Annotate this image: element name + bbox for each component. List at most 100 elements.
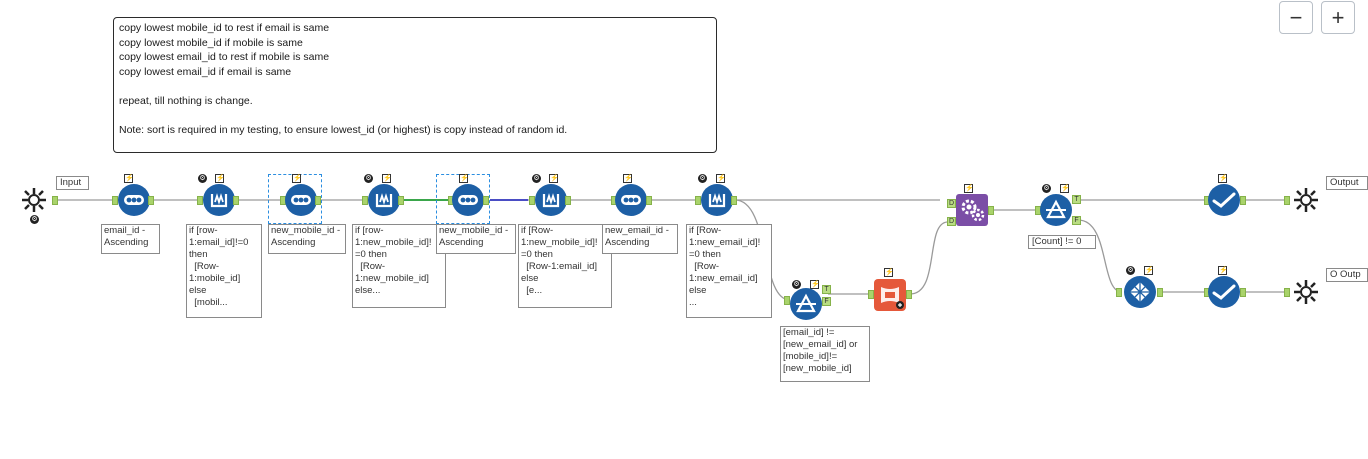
d-anchor[interactable]: D xyxy=(947,217,956,226)
output-anchor[interactable] xyxy=(646,196,652,205)
select-tool-1[interactable] xyxy=(1208,184,1240,216)
sort-tool-3[interactable] xyxy=(452,184,484,216)
multi-row-formula-icon xyxy=(375,193,393,208)
input-anchor[interactable] xyxy=(1116,288,1122,297)
lightning-badge: ⚡ xyxy=(623,174,633,183)
macro-output-icon xyxy=(1294,188,1318,212)
lightning-badge: ⚡ xyxy=(459,174,469,183)
comment-line: repeat, till nothing is change. xyxy=(119,94,253,107)
workflow-comment[interactable]: copy lowest mobile_id to rest if email i… xyxy=(113,17,717,153)
gear-badge: ⚙ xyxy=(198,174,207,183)
unique-tool[interactable] xyxy=(1124,276,1156,308)
multi-row-formula-tool-3[interactable] xyxy=(535,184,567,216)
sort-icon xyxy=(124,195,144,205)
filter-tool-2[interactable] xyxy=(1040,194,1072,226)
output-anchor[interactable] xyxy=(1240,196,1246,205)
diamond-grid-icon xyxy=(1130,282,1150,302)
sort-annotation-2: new_mobile_id - Ascending xyxy=(268,224,346,254)
true-anchor[interactable]: T xyxy=(1072,195,1081,204)
comment-line xyxy=(119,108,711,123)
input-anchor[interactable] xyxy=(784,296,790,305)
input-anchor[interactable] xyxy=(695,196,701,205)
output-anchor[interactable] xyxy=(1157,288,1163,297)
output-anchor[interactable] xyxy=(315,196,321,205)
sort-annotation-1: email_id - Ascending xyxy=(101,224,160,254)
select-tool-2[interactable] xyxy=(1208,276,1240,308)
output-anchor[interactable] xyxy=(148,196,154,205)
lightning-badge: ⚡ xyxy=(124,174,134,183)
multi-row-annotation-3: if [Row- 1:new_mobile_id]! =0 then [Row-… xyxy=(518,224,612,308)
o-output-tag: O Outp xyxy=(1326,268,1368,282)
input-anchor[interactable] xyxy=(1284,288,1290,297)
filter-icon xyxy=(796,293,816,313)
macro-tool[interactable] xyxy=(956,194,988,226)
multi-row-formula-icon xyxy=(708,193,726,208)
comment-line: copy lowest email_id to rest if mobile i… xyxy=(119,51,330,63)
multi-row-annotation-2: if [row- 1:new_mobile_id]! =0 then [Row-… xyxy=(352,224,446,308)
input-tag: Input xyxy=(56,176,89,190)
lightning-badge: ⚡ xyxy=(215,174,225,183)
zoom-out-button[interactable]: − xyxy=(1279,1,1313,34)
multi-row-formula-tool-1[interactable] xyxy=(203,184,235,216)
lightning-badge: ⚡ xyxy=(292,174,302,183)
minus-icon: − xyxy=(1289,4,1303,30)
gear-badge: ⚙ xyxy=(792,280,801,289)
output-tag: Output xyxy=(1326,176,1368,190)
output-anchor[interactable] xyxy=(233,196,239,205)
output-anchor[interactable] xyxy=(52,196,58,205)
lightning-badge: ⚡ xyxy=(1060,184,1070,193)
input-anchor[interactable] xyxy=(197,196,203,205)
filter-tool-1[interactable] xyxy=(790,288,822,320)
sort-annotation-3: new_mobile_id - Ascending xyxy=(436,224,516,254)
comment-line: copy lowest mobile_id to rest if email i… xyxy=(119,22,330,34)
lightning-badge: ⚡ xyxy=(382,174,392,183)
multi-row-formula-tool-4[interactable] xyxy=(701,184,733,216)
output-anchor[interactable] xyxy=(1240,288,1246,297)
lightning-badge: ⚡ xyxy=(1218,174,1228,183)
input-anchor[interactable] xyxy=(112,196,118,205)
macro-input-icon xyxy=(22,188,46,212)
sort-icon xyxy=(458,195,478,205)
lightning-badge: ⚡ xyxy=(884,268,894,277)
plus-icon: + xyxy=(1331,4,1345,30)
macro-output-tool-2[interactable] xyxy=(1290,276,1322,308)
gear-badge: ⚙ xyxy=(30,215,39,224)
d-anchor[interactable]: D xyxy=(947,199,956,208)
sort-tool-1[interactable] xyxy=(118,184,150,216)
false-anchor[interactable]: F xyxy=(822,297,831,306)
zoom-in-button[interactable]: + xyxy=(1321,1,1355,34)
sort-icon xyxy=(621,195,641,205)
multi-row-formula-tool-2[interactable] xyxy=(368,184,400,216)
multi-row-annotation-1: if [row- 1:email_id]!=0 then [Row- 1:mob… xyxy=(186,224,262,318)
sort-icon xyxy=(291,195,311,205)
true-anchor[interactable]: T xyxy=(822,285,831,294)
sort-tool-2[interactable] xyxy=(285,184,317,216)
output-anchor[interactable] xyxy=(565,196,571,205)
sort-tool-4[interactable] xyxy=(615,184,647,216)
comment-line xyxy=(119,79,711,94)
checkmark-icon xyxy=(1212,192,1236,208)
macro-input-tool[interactable] xyxy=(18,184,50,216)
macro-output-tool-1[interactable] xyxy=(1290,184,1322,216)
input-anchor[interactable] xyxy=(868,290,874,299)
output-anchor[interactable] xyxy=(483,196,489,205)
input-anchor[interactable] xyxy=(529,196,535,205)
output-anchor[interactable] xyxy=(906,290,912,299)
gear-badge: ⚙ xyxy=(1126,266,1135,275)
false-anchor[interactable]: F xyxy=(1072,216,1081,225)
lightning-badge: ⚡ xyxy=(716,174,726,183)
filter-icon xyxy=(1046,199,1066,219)
output-anchor[interactable] xyxy=(731,196,737,205)
input-anchor[interactable] xyxy=(362,196,368,205)
output-anchor[interactable] xyxy=(988,206,994,215)
input-anchor[interactable] xyxy=(1284,196,1290,205)
summarize-tool[interactable] xyxy=(874,279,906,311)
comment-line: copy lowest mobile_id if mobile is same xyxy=(119,36,303,49)
filter-annotation-2: [Count] != 0 xyxy=(1028,235,1096,249)
multi-row-formula-icon xyxy=(542,193,560,208)
comment-line: Note: sort is required in my testing, to… xyxy=(119,123,568,136)
output-anchor[interactable] xyxy=(398,196,404,205)
gear-badge: ⚙ xyxy=(1042,184,1051,193)
comment-line: copy lowest email_id if email is same xyxy=(119,65,292,78)
filter-annotation-1: [email_id] != [new_email_id] or [mobile_… xyxy=(780,326,870,382)
